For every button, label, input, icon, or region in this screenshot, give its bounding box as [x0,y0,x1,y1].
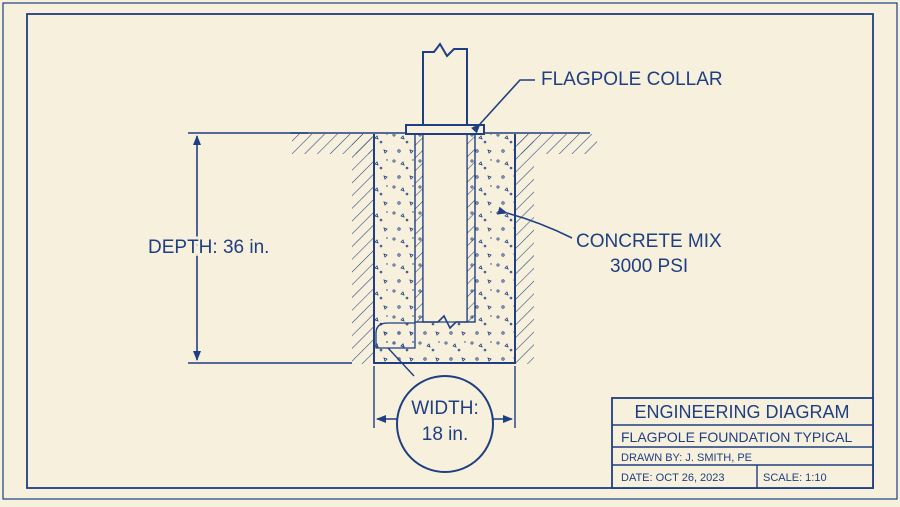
width-dimension [373,347,516,473]
title-block-drawn-by: DRAWN BY: J. SMITH, PE [621,452,752,464]
outer-border [2,2,898,500]
title-block-date: DATE: OCT 26, 2023 [621,472,725,484]
width-label-line1: WIDTH: [411,398,479,419]
collar-callout: FLAGPOLE COLLAR [541,69,723,90]
soil-hatch-right [515,134,534,364]
depth-dimension [188,132,352,364]
concrete-leader [497,206,573,239]
concrete-callout-line1: CONCRETE MIX [576,231,722,252]
title-block-scale: SCALE: 1:10 [763,472,827,484]
title-block-title: ENGINEERING DIAGRAM [634,402,849,422]
title-block [611,397,874,489]
inner-border [26,13,874,489]
pole-sleeve [414,133,476,330]
soil-hatch-left [352,134,373,364]
excavation-outline [373,134,516,364]
title-block-subtitle: FLAGPOLE FOUNDATION TYPICAL [621,429,853,445]
concrete-callout-line2: 3000 PSI [610,256,688,277]
depth-label: DEPTH: 36 in. [148,237,269,258]
collar-leader [470,79,535,134]
flagpole [422,42,468,126]
base-pad [375,322,416,349]
flagpole-collar [405,124,485,135]
width-label-line2: 18 in. [422,424,468,445]
